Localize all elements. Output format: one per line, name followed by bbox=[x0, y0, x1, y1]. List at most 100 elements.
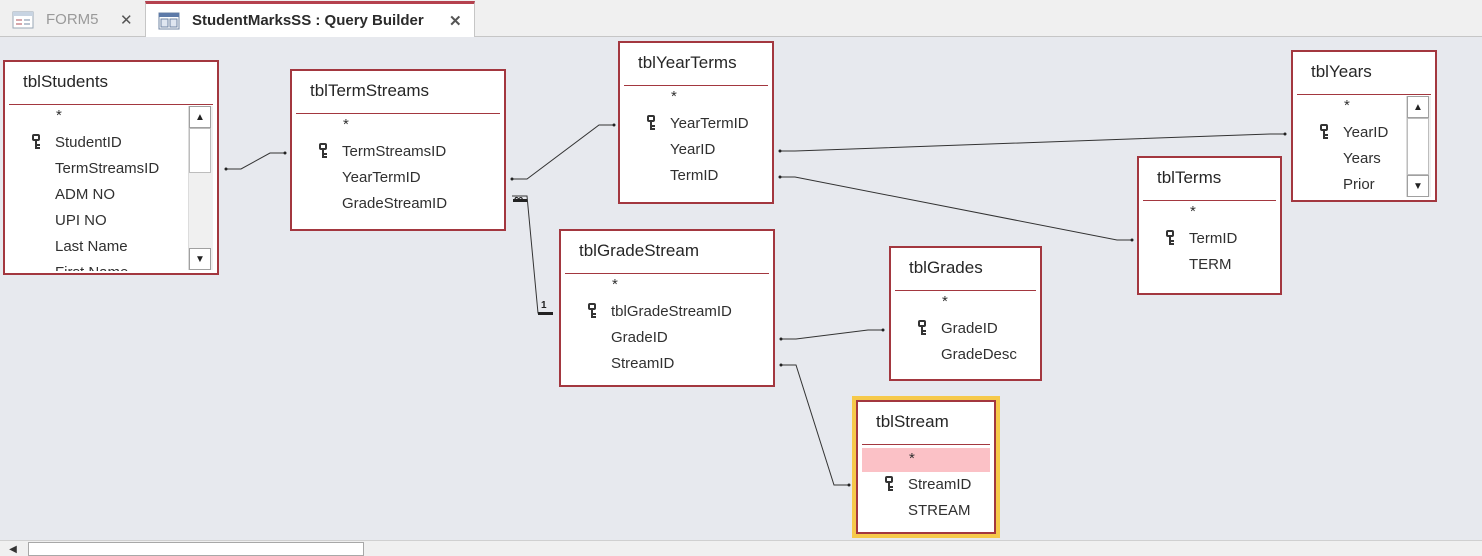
primary-key-icon bbox=[588, 303, 596, 318]
field-last-name[interactable]: Last Name bbox=[55, 238, 128, 255]
field-list: * tblGradeStreamID GradeID StreamID bbox=[565, 275, 769, 377]
field-yearid[interactable]: YearID bbox=[1297, 120, 1405, 146]
title-divider bbox=[862, 444, 990, 445]
field-list: * StreamID STREAM bbox=[862, 448, 990, 524]
title-divider bbox=[565, 273, 769, 274]
field-list: * YearTermID YearID TermID bbox=[624, 87, 768, 189]
field-all[interactable]: * bbox=[343, 116, 349, 133]
title-divider bbox=[1297, 94, 1431, 95]
one-side-label: 1 bbox=[541, 300, 547, 311]
title-divider bbox=[9, 104, 213, 105]
form-icon bbox=[12, 11, 34, 29]
table-tblGradeStream[interactable]: tblGradeStream * tblGradeStreamID GradeI… bbox=[559, 229, 775, 387]
table-title: tblStudents bbox=[23, 72, 109, 91]
field-term[interactable]: TERM bbox=[1189, 256, 1232, 273]
field-list: * GradeID GradeDesc bbox=[895, 292, 1036, 368]
primary-key-icon bbox=[1320, 124, 1328, 139]
table-tblStream[interactable]: tblStream * StreamID STREAM bbox=[852, 396, 1000, 538]
table-tblTerms[interactable]: tblTerms * TermID TERM bbox=[1137, 156, 1282, 295]
field-gradeid[interactable]: GradeID bbox=[895, 316, 1036, 342]
scroll-down-icon[interactable]: ▼ bbox=[189, 248, 211, 270]
field-gradedesc[interactable]: GradeDesc bbox=[941, 346, 1017, 363]
tab-label: StudentMarksSS : Query Builder bbox=[192, 12, 424, 29]
field-all[interactable]: * bbox=[1344, 97, 1350, 114]
field-first-name[interactable]: First Name bbox=[9, 260, 187, 271]
title-divider bbox=[1143, 200, 1276, 201]
many-side-label: ∞ bbox=[514, 191, 524, 206]
field-list: * StudentID TermStreamsID ADM NO UPI NO … bbox=[9, 106, 187, 271]
table-tblYearTerms[interactable]: tblYearTerms * YearTermID YearID TermID bbox=[618, 41, 774, 204]
field-all[interactable]: * bbox=[671, 88, 677, 105]
table-title: tblTermStreams bbox=[310, 81, 430, 100]
field-all[interactable]: * bbox=[942, 293, 948, 310]
scroll-up-icon[interactable]: ▲ bbox=[1407, 96, 1429, 118]
query-design-canvas[interactable]: ∞ 1 tblStudents * StudentID TermStreamsI… bbox=[0, 37, 1482, 540]
field-adm-no[interactable]: ADM NO bbox=[55, 186, 115, 203]
field-all-selected[interactable]: * bbox=[862, 448, 990, 472]
scroll-thumb[interactable] bbox=[1407, 118, 1429, 175]
table-title: tblYears bbox=[1311, 62, 1372, 81]
tab-label: FORM5 bbox=[46, 11, 99, 28]
field-years[interactable]: Years bbox=[1343, 150, 1381, 167]
field-termid[interactable]: TermID bbox=[1143, 226, 1276, 252]
relationship-line bbox=[781, 364, 849, 486]
field-streamid[interactable]: StreamID bbox=[862, 472, 990, 498]
scroll-left-icon[interactable]: ◀ bbox=[9, 544, 17, 555]
primary-key-icon bbox=[918, 320, 926, 335]
relationship-line bbox=[780, 176, 1132, 241]
scroll-up-icon[interactable]: ▲ bbox=[189, 106, 211, 128]
field-upi-no[interactable]: UPI NO bbox=[55, 212, 107, 229]
primary-key-icon bbox=[1166, 230, 1174, 245]
field-tblgradestreamid[interactable]: tblGradeStreamID bbox=[565, 299, 769, 325]
table-title: tblGradeStream bbox=[579, 241, 699, 260]
field-all[interactable]: * bbox=[612, 276, 618, 293]
scroll-thumb[interactable] bbox=[189, 128, 211, 173]
close-icon[interactable]: ✕ bbox=[120, 11, 133, 29]
field-yeartermid[interactable]: YearTermID bbox=[342, 169, 421, 186]
primary-key-icon bbox=[319, 143, 327, 158]
primary-key-icon bbox=[885, 476, 893, 491]
relationship-lines bbox=[224, 123, 1287, 487]
field-yeartermid[interactable]: YearTermID bbox=[624, 111, 768, 137]
field-list: * YearID Years Prior bbox=[1297, 96, 1405, 198]
field-stream[interactable]: STREAM bbox=[908, 502, 971, 519]
field-all[interactable]: * bbox=[1190, 203, 1196, 220]
horizontal-scrollbar[interactable]: ◀ bbox=[0, 540, 1482, 556]
field-studentid[interactable]: StudentID bbox=[9, 130, 187, 156]
relationship-line bbox=[226, 152, 285, 170]
field-prior[interactable]: Prior bbox=[1343, 176, 1375, 193]
field-termid[interactable]: TermID bbox=[670, 167, 719, 184]
table-tblGrades[interactable]: tblGrades * GradeID GradeDesc bbox=[889, 246, 1042, 381]
table-title: tblTerms bbox=[1157, 168, 1222, 187]
document-tab-bar: FORM5 ✕ StudentMarksSS : Query Builder ✕ bbox=[0, 0, 1482, 37]
title-divider bbox=[895, 290, 1036, 291]
relationship-line bbox=[780, 133, 1285, 152]
field-gradeid[interactable]: GradeID bbox=[611, 329, 668, 346]
primary-key-icon bbox=[647, 115, 655, 130]
table-tblYears[interactable]: tblYears * YearID Years Prior ▲ ▼ bbox=[1291, 50, 1437, 202]
table-title: tblYearTerms bbox=[638, 53, 737, 72]
field-termstreamsid[interactable]: TermStreamsID bbox=[296, 139, 500, 165]
scroll-down-icon[interactable]: ▼ bbox=[1407, 175, 1429, 197]
field-yearid[interactable]: YearID bbox=[670, 141, 716, 158]
relationship-line bbox=[781, 329, 883, 340]
close-icon[interactable]: ✕ bbox=[449, 12, 462, 30]
vertical-scrollbar[interactable]: ▲ ▼ bbox=[188, 106, 213, 270]
table-tblStudents[interactable]: tblStudents * StudentID TermStreamsID AD… bbox=[3, 60, 219, 275]
table-title: tblStream bbox=[876, 412, 949, 431]
tab-query-builder[interactable]: StudentMarksSS : Query Builder ✕ bbox=[145, 1, 475, 37]
title-divider bbox=[296, 113, 500, 114]
scroll-thumb[interactable] bbox=[28, 542, 364, 556]
vertical-scrollbar[interactable]: ▲ ▼ bbox=[1406, 96, 1431, 197]
field-all[interactable]: * bbox=[56, 107, 62, 124]
table-tblTermStreams[interactable]: tblTermStreams * TermStreamsID YearTermI… bbox=[290, 69, 506, 231]
field-gradestreamid[interactable]: GradeStreamID bbox=[342, 195, 448, 212]
field-list: * TermStreamsID YearTermID GradeStreamID bbox=[296, 115, 500, 217]
query-icon bbox=[158, 12, 180, 30]
field-streamid[interactable]: StreamID bbox=[611, 355, 675, 372]
field-termstreamsid[interactable]: TermStreamsID bbox=[55, 160, 160, 177]
tab-form5[interactable]: FORM5 ✕ bbox=[0, 2, 145, 37]
table-title: tblGrades bbox=[909, 258, 983, 277]
relationship-line bbox=[512, 195, 553, 314]
title-divider bbox=[624, 85, 768, 86]
